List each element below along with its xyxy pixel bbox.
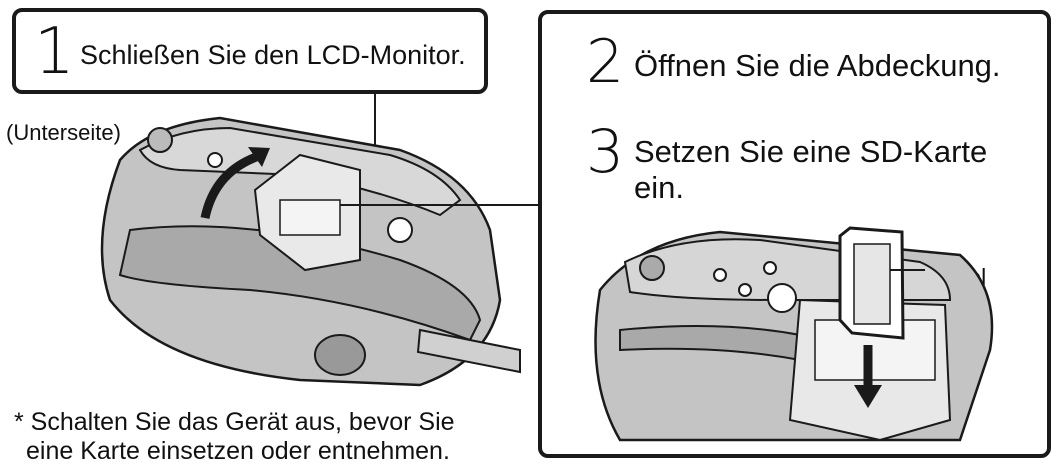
step3-text-line2: ein. [634,170,684,205]
step1-box: 1 Schließen Sie den LCD-Monitor. [12,8,488,94]
step2-number: 2 [586,27,625,97]
step1-text: Schließen Sie den LCD-Monitor. [80,40,466,70]
step2-text: Öffnen Sie die Abdeckung. [634,48,1001,83]
camera-underside-illustration [100,94,540,387]
step1-number: 1 [34,15,75,89]
underside-label: (Unterseite) [6,120,121,145]
step3-text-line1: Setzen Sie eine SD-Karte [634,134,988,169]
note-line1: * Schalten Sie das Gerät aus, bevor Sie [14,408,455,436]
note-line2: eine Karte einsetzen oder entnehmen. [26,437,450,465]
step3-number: 3 [586,117,625,187]
